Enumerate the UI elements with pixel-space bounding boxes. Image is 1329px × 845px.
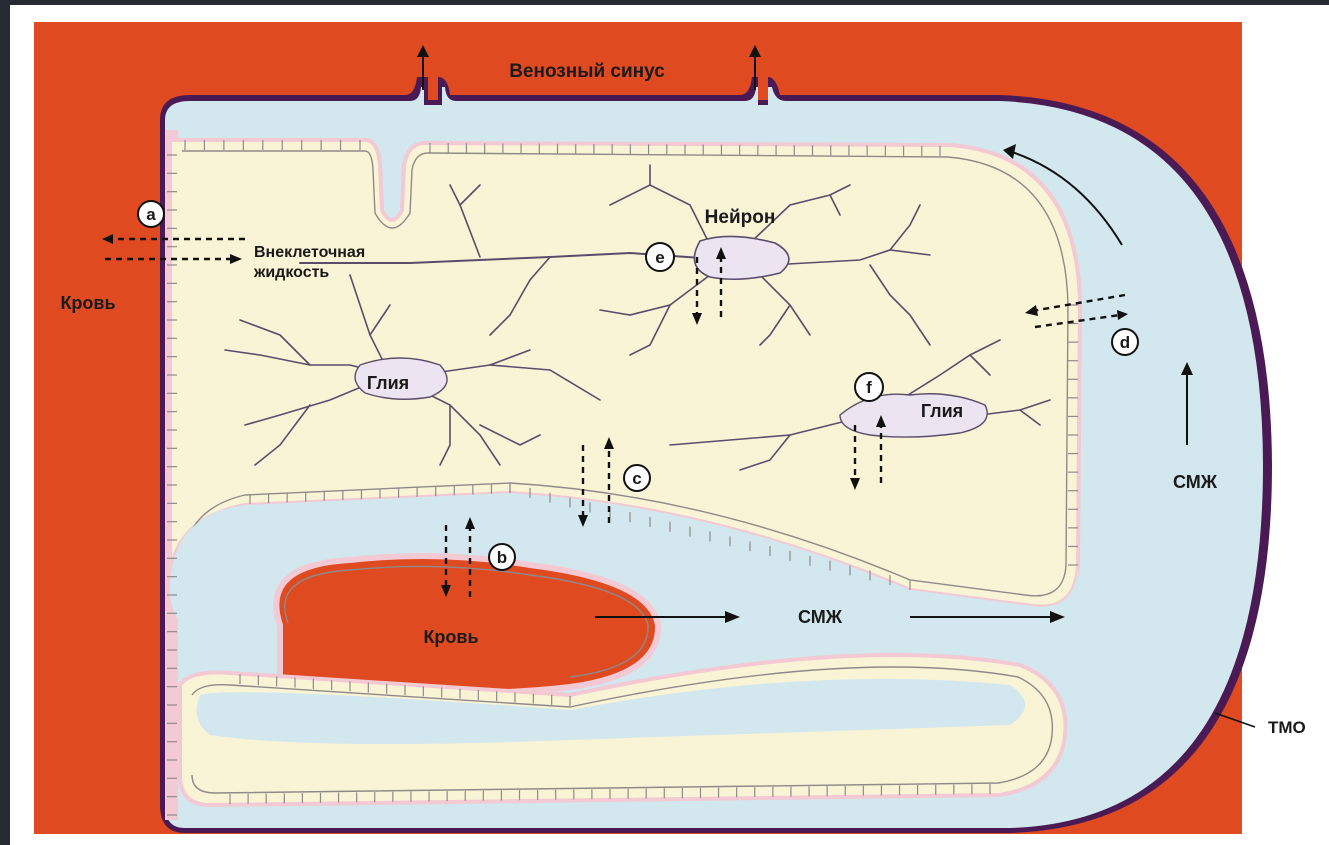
csf-right-label: СМЖ — [1173, 472, 1218, 492]
diagram-frame: a b c d e f Венозный синус Кровь Кровь В… — [10, 5, 1329, 845]
glia-right-label: Глия — [921, 401, 963, 421]
glia-left-label: Глия — [367, 373, 409, 393]
svg-text:f: f — [866, 378, 872, 397]
dura-label: ТМО — [1268, 718, 1306, 737]
marker-d: d — [1112, 329, 1138, 355]
marker-b: b — [489, 544, 515, 570]
csf-circulation-diagram: a b c d e f Венозный синус Кровь Кровь В… — [10, 5, 1329, 845]
marker-e: e — [646, 243, 674, 271]
extracellular-fluid-label-line2: жидкость — [253, 264, 329, 281]
svg-text:e: e — [655, 248, 664, 267]
blood-vessel — [276, 556, 658, 693]
neuron-soma — [694, 236, 789, 279]
neuron-label: Нейрон — [705, 207, 776, 228]
svg-text:d: d — [1120, 333, 1130, 352]
venous-sinus-label: Венозный синус — [509, 61, 665, 82]
svg-text:a: a — [146, 205, 156, 224]
svg-text:c: c — [632, 469, 641, 488]
marker-a: a — [138, 201, 164, 227]
blood-bottom-label: Кровь — [423, 627, 478, 647]
extracellular-fluid-label-line1: Внеклеточная — [254, 244, 365, 261]
csf-middle-label: СМЖ — [798, 607, 843, 627]
marker-c: c — [624, 465, 650, 491]
blood-left-label: Кровь — [60, 293, 115, 313]
svg-text:b: b — [497, 548, 507, 567]
marker-f: f — [855, 373, 883, 401]
